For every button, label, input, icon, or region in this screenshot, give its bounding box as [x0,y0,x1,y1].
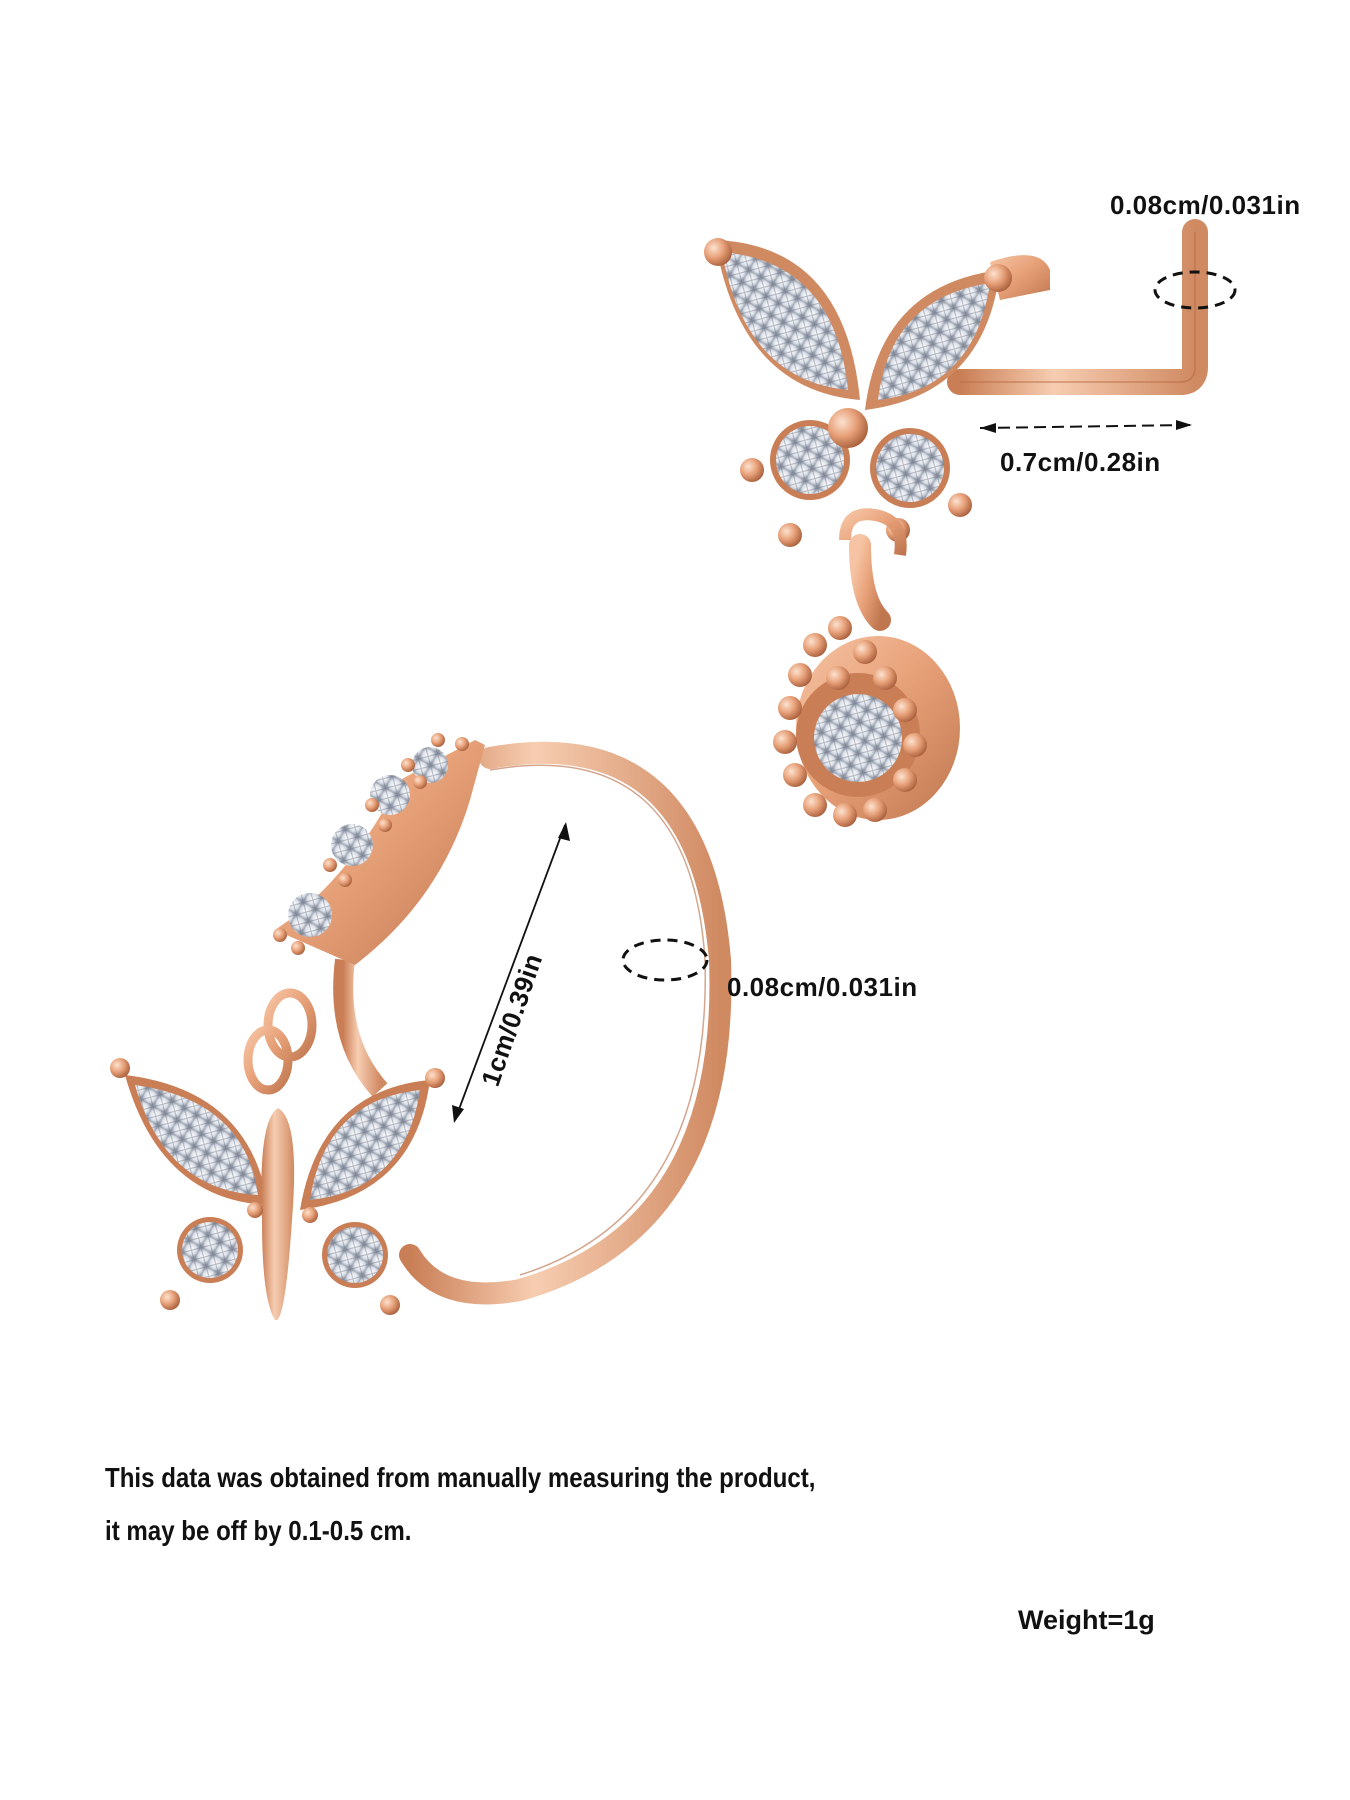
measurement-note-line2: it may be off by 0.1-0.5 cm. [105,1515,412,1546]
stud-post-length-label: 0.7cm/0.28in [1000,447,1161,477]
weight-label: Weight=1g [1018,1605,1155,1635]
nose-hoop [110,733,732,1321]
measurement-note-line1: This data was obtained from manually mea… [105,1462,816,1493]
stud-wire-thickness-label: 0.08cm/0.031in [1110,190,1301,220]
nose-stud [704,219,1237,827]
ring-wire-thickness-label: 0.08cm/0.031in [727,972,918,1002]
